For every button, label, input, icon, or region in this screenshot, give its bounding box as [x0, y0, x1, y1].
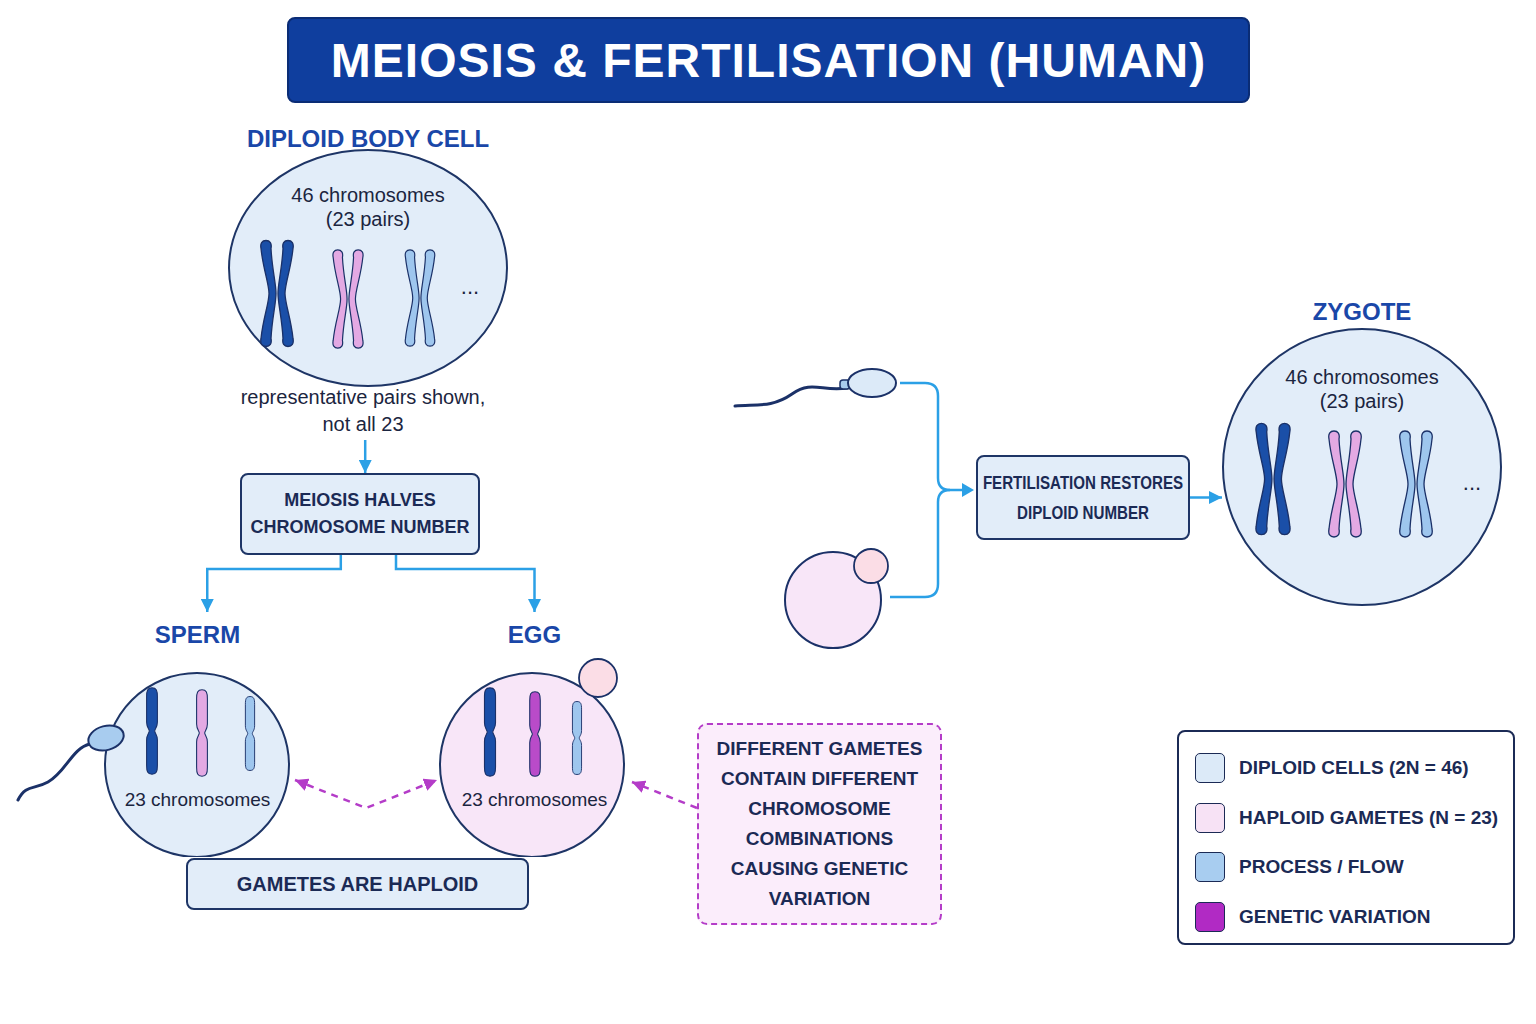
- haploid-chromosomes: [484, 688, 581, 776]
- cell-text: 46 chromosomes (23 pairs): [278, 183, 458, 231]
- chromosome-pair: [1400, 431, 1433, 537]
- flow-arrow: [396, 555, 535, 612]
- cell-text: 46 chromosomes (23 pairs): [1272, 365, 1452, 413]
- legend-text: GENETIC VARIATION: [1239, 906, 1430, 928]
- cell-outline: [1222, 295, 1502, 607]
- cell-circle: EGG 23 chromosomes: [437, 612, 632, 857]
- chromosome-pair: [1256, 423, 1290, 534]
- legend-row: HAPLOID GAMETES (N = 23): [1195, 802, 1498, 834]
- cell-text: 23 chromosomes: [105, 788, 290, 812]
- caption-note: representative pairs shown, not all 23: [233, 384, 493, 438]
- chromosome-pair: [405, 250, 435, 346]
- legend-text: PROCESS / FLOW: [1239, 856, 1404, 878]
- dashed-arrow: [632, 782, 697, 808]
- chromosome-pair: [333, 250, 363, 348]
- sperm-head: [848, 369, 896, 397]
- egg-cell: [785, 552, 881, 648]
- legend-box: DIPLOID CELLS (2N = 46) HAPLOID GAMETES (…: [1177, 730, 1515, 945]
- flow-arrow: [364, 440, 367, 473]
- legend-text: DIPLOID CELLS (2N = 46): [1239, 757, 1469, 779]
- box-text: FERTILISATION RESTORES DIPLOID NUMBER: [978, 468, 1188, 528]
- chromosome-pairs: [1256, 423, 1432, 537]
- diagram-title: MEIOSIS & FERTILISATION (HUMAN): [287, 17, 1250, 103]
- chromosome: [572, 702, 581, 775]
- cell-heading: SPERM: [100, 621, 295, 649]
- legend-swatch: [1195, 852, 1225, 882]
- cell-text: ...: [1452, 471, 1492, 495]
- process-box: MEIOSIS HALVES CHROMOSOME NUMBER: [240, 473, 480, 555]
- chromosome: [245, 697, 254, 771]
- box-text: GAMETES ARE HAPLOID: [193, 871, 523, 897]
- flow-arrow: [207, 555, 341, 612]
- cell-heading: ZYGOTE: [1222, 298, 1502, 326]
- legend-row: GENETIC VARIATION: [1195, 901, 1430, 933]
- cell-membrane: [1223, 329, 1501, 605]
- chromosome: [147, 688, 158, 774]
- egg-illustration: [785, 549, 888, 648]
- cell-membrane: [105, 673, 289, 857]
- polar-body: [854, 549, 888, 583]
- arrow-head: [962, 483, 974, 497]
- sperm-head: [86, 722, 127, 754]
- chromosome-pairs: [261, 241, 435, 349]
- merge-arrows: [890, 383, 974, 597]
- process-box: FERTILISATION RESTORES DIPLOID NUMBER: [976, 455, 1190, 540]
- box-text: MEIOSIS HALVES CHROMOSOME NUMBER: [246, 487, 474, 541]
- flow-line: [900, 383, 964, 490]
- sperm-tail: [735, 387, 847, 406]
- cell-circle: DIPLOID BODY CELL 46 chromosomes (23 pair…: [228, 125, 508, 440]
- cell-outline: [100, 612, 295, 857]
- chromosome-pair: [261, 241, 294, 347]
- box-text: DIFFERENT GAMETES CONTAIN DIFFERENT CHRO…: [712, 734, 927, 914]
- cell-text: ...: [450, 275, 490, 299]
- sperm-illustration: [735, 369, 896, 406]
- flow-line: [890, 490, 950, 597]
- chromosome: [484, 688, 495, 776]
- cell-circle: ZYGOTE 46 chromosomes (23 pairs)...: [1222, 295, 1502, 607]
- cell-heading: EGG: [437, 621, 632, 649]
- cell-circle: SPERM 23 chromosomes: [100, 612, 295, 857]
- chromosome: [530, 692, 541, 776]
- legend-text: HAPLOID GAMETES (N = 23): [1239, 807, 1498, 829]
- process-box: GAMETES ARE HAPLOID: [186, 858, 529, 910]
- legend-swatch: [1195, 803, 1225, 833]
- flow-arrow: [1190, 496, 1222, 499]
- polar-body: [579, 659, 617, 697]
- chromosome: [197, 690, 208, 776]
- sperm-illustration: [18, 722, 126, 800]
- haploid-chromosomes: [147, 688, 255, 776]
- sperm-neck: [840, 380, 850, 389]
- legend-swatch: [1195, 753, 1225, 783]
- cell-membrane: [229, 150, 507, 386]
- cell-text: 23 chromosomes: [442, 788, 627, 812]
- dashed-arrow: [295, 780, 437, 808]
- cell-outline: [437, 612, 632, 857]
- cell-heading: DIPLOID BODY CELL: [228, 125, 508, 153]
- sperm-tail: [18, 744, 90, 800]
- cell-membrane: [440, 673, 624, 857]
- legend-swatch: [1195, 902, 1225, 932]
- note-box: DIFFERENT GAMETES CONTAIN DIFFERENT CHRO…: [697, 723, 942, 925]
- chromosome-pair: [1329, 431, 1362, 537]
- legend-row: PROCESS / FLOW: [1195, 851, 1404, 883]
- legend-row: DIPLOID CELLS (2N = 46): [1195, 752, 1469, 784]
